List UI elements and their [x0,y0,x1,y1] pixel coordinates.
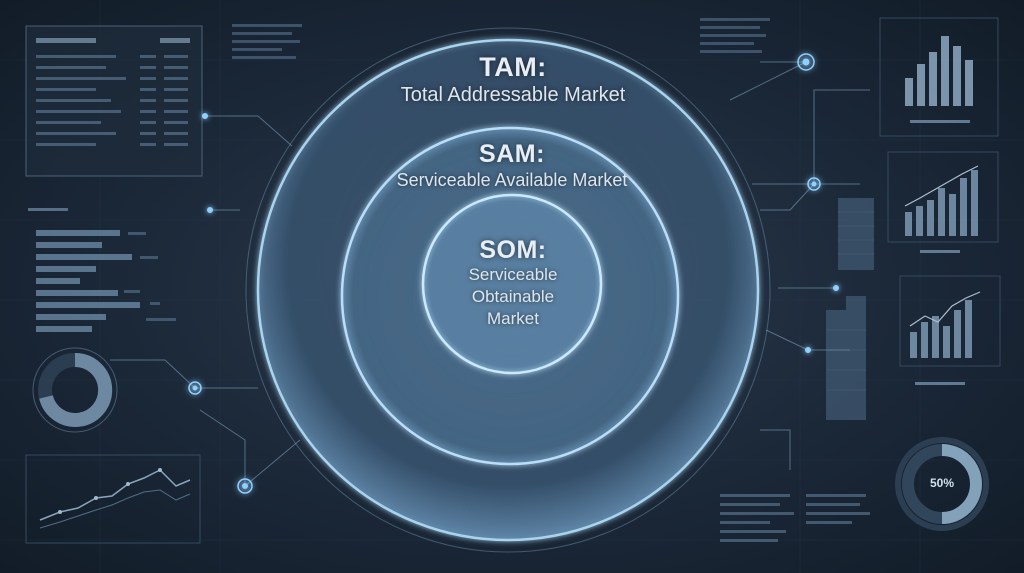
som-label-group: SOM: Serviceable Obtainable Market [428,236,598,330]
table-panel [25,25,203,177]
right-bar-chart-top [879,17,999,137]
sam-label-group: SAM: Serviceable Available Market [362,140,662,192]
som-full-line: Market [487,309,539,328]
tam-label-group: TAM: Total Addressable Market [358,52,668,108]
building-silhouettes [826,198,874,420]
text-blocks-top-right [700,18,770,53]
som-full-name: Serviceable Obtainable Market [428,264,598,330]
gauge-chart [895,437,989,531]
text-blocks-bottom-right [720,494,870,542]
som-abbr: SOM: [479,236,547,264]
tam-full-name: Total Addressable Market [400,84,626,106]
som-full-line: Serviceable [468,265,558,284]
tam-abbr: TAM: [479,52,547,82]
sam-full-name: Serviceable Available Market [396,170,628,190]
right-bar-chart-lower [899,275,1001,385]
gauge-value: 50% [929,476,955,490]
som-full-line: Obtainable [471,287,555,306]
left-bar-chart [28,208,176,332]
right-bar-chart-middle [887,151,999,253]
connector-nodes [188,53,839,494]
left-donut-chart [32,347,118,433]
som-circle [421,193,603,375]
market-circles [245,27,771,553]
left-line-chart [25,454,201,544]
tam-outer-halo [245,27,771,553]
text-blocks-top [232,24,302,59]
sam-abbr: SAM: [479,140,545,168]
